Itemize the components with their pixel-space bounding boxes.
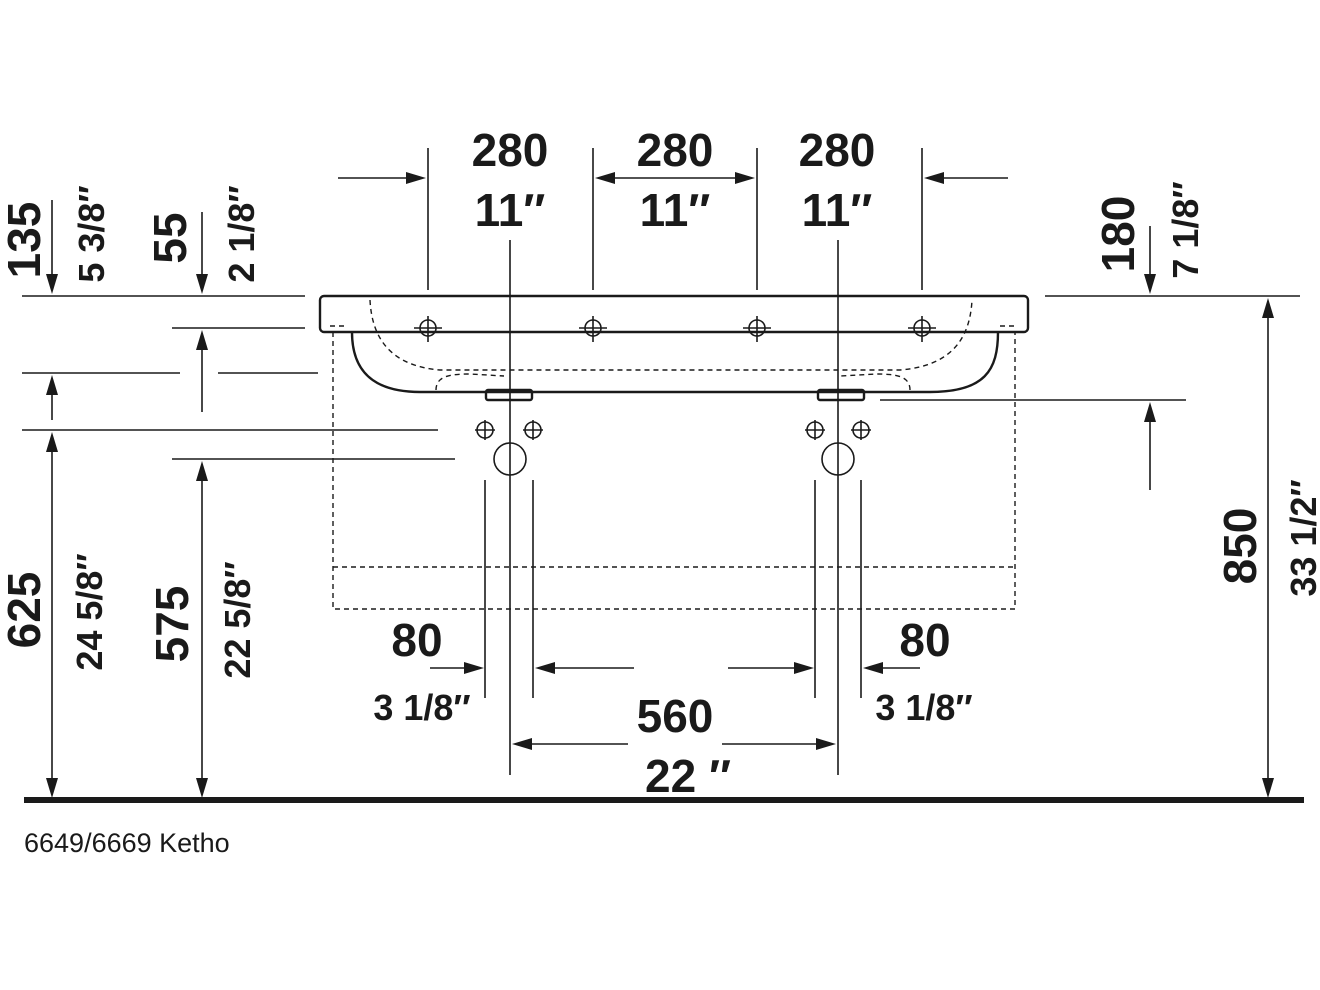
dimension-lines xyxy=(46,172,1274,798)
dim-left1-in: 5 3/8″ xyxy=(71,185,112,282)
dim-top1-in: 11″ xyxy=(475,184,546,236)
tap-hole-2 xyxy=(579,316,607,342)
dim-left2-mm: 55 xyxy=(144,212,196,263)
dim-top2-in: 11″ xyxy=(640,184,711,236)
dim-right1-mm: 180 xyxy=(1092,196,1144,273)
dim-height1-in: 24 5/8″ xyxy=(69,553,110,670)
dim-height2-mm: 575 xyxy=(146,586,198,663)
basin xyxy=(318,294,1030,402)
connections-left xyxy=(475,420,543,476)
basin-top-rim xyxy=(318,294,1030,334)
dim-bot-left-in: 3 1/8″ xyxy=(373,687,470,728)
dim-bot-right-mm: 80 xyxy=(899,614,950,666)
dim-bot-right-in: 3 1/8″ xyxy=(875,687,972,728)
dim-top3-mm: 280 xyxy=(799,124,876,176)
tap-holes xyxy=(414,316,936,342)
dim-left1-mm: 135 xyxy=(0,202,50,279)
dim-left2-in: 2 1/8″ xyxy=(221,185,262,282)
dim-bot-left-mm: 80 xyxy=(391,614,442,666)
inner-bowl xyxy=(369,299,973,371)
dim-bot-mid-in: 22 ″ xyxy=(645,750,731,802)
dim-top1-mm: 280 xyxy=(472,124,549,176)
model-caption: 6649/6669 Ketho xyxy=(24,828,230,858)
basin-bowl xyxy=(350,331,1000,394)
vanity-outline xyxy=(332,332,1016,610)
dim-height2-in: 22 5/8″ xyxy=(217,561,258,678)
dim-right1-in: 7 1/8″ xyxy=(1165,181,1206,278)
dim-height1-mm: 625 xyxy=(0,572,50,649)
dim-bot-mid-mm: 560 xyxy=(637,690,714,742)
dim-height3-mm: 850 xyxy=(1214,508,1266,585)
dim-top2-mm: 280 xyxy=(637,124,714,176)
tap-hole-1 xyxy=(414,316,442,342)
tap-hole-4 xyxy=(908,316,936,342)
extension-lines xyxy=(22,148,1300,775)
dim-height3-in: 33 1/2″ xyxy=(1283,479,1320,596)
tap-hole-3 xyxy=(743,316,771,342)
dim-top3-in: 11″ xyxy=(802,184,873,236)
dimension-labels: 280 11″ 280 11″ 280 11″ 135 5 3/8″ 55 2 … xyxy=(0,124,1320,802)
